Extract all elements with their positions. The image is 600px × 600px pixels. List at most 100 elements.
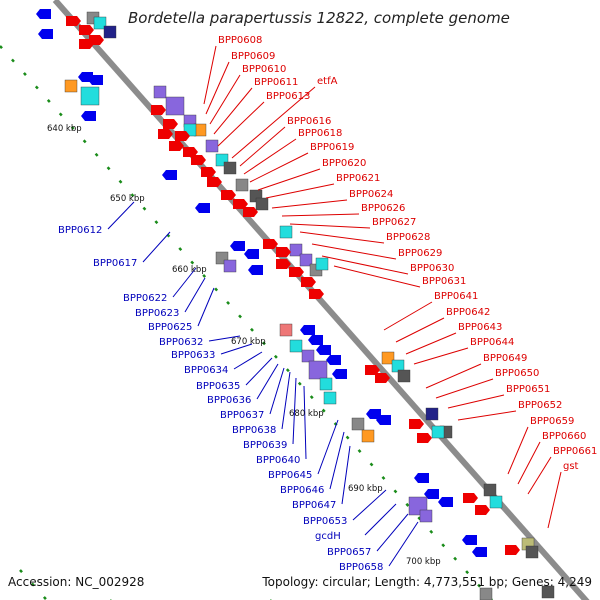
tick-mark — [477, 583, 482, 588]
gene-block — [483, 483, 497, 497]
forward-gene-arrow — [158, 129, 173, 139]
forward-gene-label: BPP0627 — [372, 217, 416, 228]
reverse-gene-label: BPP0658 — [339, 562, 383, 573]
gene-block — [93, 16, 107, 30]
gene-block — [279, 225, 293, 239]
gene-block — [425, 407, 439, 421]
forward-gene-label: BPP0660 — [542, 431, 586, 442]
reverse-gene-arrow — [438, 497, 453, 507]
gene-block — [431, 425, 445, 439]
tick-mark — [238, 314, 242, 319]
gene-block — [419, 509, 433, 523]
reverse-label-leader — [197, 287, 215, 327]
forward-label-leader — [435, 378, 494, 399]
gene-block — [103, 25, 117, 39]
gene-block — [235, 178, 249, 192]
forward-label-leader — [333, 265, 421, 288]
tick-mark — [441, 543, 446, 548]
reverse-label-leader — [142, 231, 171, 263]
forward-label-leader — [265, 183, 335, 199]
forward-gene-label: BPP0652 — [518, 400, 562, 411]
reverse-label-leader — [172, 267, 197, 298]
forward-gene-label: BPP0641 — [434, 291, 478, 302]
forward-label-leader — [311, 243, 397, 260]
forward-gene-label: BPP0613 — [266, 91, 310, 102]
reverse-label-leader — [220, 343, 253, 355]
gene-block — [323, 391, 337, 405]
forward-label-leader — [209, 74, 241, 125]
tick-mark — [178, 247, 183, 252]
reverse-gene-arrow — [38, 29, 53, 39]
tick-mark — [309, 395, 314, 400]
gene-block — [319, 377, 333, 391]
reverse-gene-arrow — [36, 9, 51, 19]
forward-gene-label: BPP0619 — [310, 142, 354, 153]
reverse-label-leader — [208, 335, 241, 342]
tick-mark — [405, 502, 410, 507]
gene-block — [315, 257, 329, 271]
forward-gene-label: BPP0651 — [506, 384, 550, 395]
tick-mark — [214, 287, 219, 292]
forward-gene-label: BPP0628 — [386, 232, 430, 243]
tick-layer — [0, 45, 493, 600]
reverse-label-leader — [256, 363, 279, 400]
reverse-gene-arrow — [244, 249, 259, 259]
forward-label-leader — [547, 471, 562, 529]
tick-mark — [94, 152, 99, 157]
tick-mark — [42, 596, 47, 600]
gene-block — [223, 161, 237, 175]
forward-label-leader — [425, 363, 482, 389]
forward-gene-label: BPP0650 — [495, 368, 539, 379]
forward-label-leader — [231, 86, 316, 159]
tick-mark — [31, 582, 35, 587]
tick-mark — [297, 381, 302, 386]
tick-mark — [58, 112, 63, 117]
tick-mark — [250, 327, 254, 332]
gene-block — [165, 96, 185, 116]
forward-label-leader — [457, 410, 517, 421]
forward-gene-arrow — [175, 131, 190, 141]
forward-label-leader — [289, 223, 371, 229]
tick-mark — [381, 476, 386, 480]
gene-block — [255, 197, 269, 211]
reverse-gene-arrow — [414, 473, 429, 483]
reverse-label-leader — [329, 431, 345, 490]
forward-gene-arrow — [79, 39, 94, 49]
forward-label-leader — [281, 213, 360, 217]
reverse-label-leader — [107, 201, 135, 230]
forward-gene-label: BPP0624 — [349, 189, 393, 200]
forward-gene-label: BPP0629 — [398, 248, 442, 259]
gene-block — [525, 545, 539, 559]
scale-label: 690 kbp — [348, 484, 383, 494]
gene-block — [279, 323, 293, 337]
leader-layer — [107, 45, 562, 567]
forward-gene-arrow — [301, 277, 316, 287]
tick-mark — [262, 341, 266, 346]
forward-gene-label: BPP0630 — [410, 263, 454, 274]
reverse-gene-label: BPP0657 — [327, 547, 371, 558]
tick-mark — [46, 99, 51, 103]
reverse-label-leader — [245, 357, 273, 386]
reverse-gene-label: BPP0633 — [171, 350, 215, 361]
gene-block — [479, 587, 493, 600]
gene-block — [289, 243, 303, 257]
forward-gene-arrow — [276, 259, 291, 269]
forward-label-leader — [239, 126, 286, 167]
forward-gene-label: BPP0643 — [458, 322, 502, 333]
tick-mark — [142, 206, 147, 211]
reverse-gene-label: BPP0635 — [196, 381, 240, 392]
forward-gene-label: BPP0610 — [242, 64, 286, 75]
scale-label: 650 kbp — [110, 194, 145, 204]
forward-gene-arrow — [169, 141, 184, 151]
tick-mark — [465, 570, 470, 575]
tick-mark — [273, 354, 278, 359]
forward-label-leader — [405, 332, 457, 355]
reverse-gene-arrow — [472, 547, 487, 557]
tick-mark — [130, 193, 135, 198]
reverse-gene-arrow — [424, 489, 439, 499]
gene-block — [397, 369, 411, 383]
reverse-gene-label: BPP0639 — [243, 440, 287, 451]
gene-block — [223, 259, 237, 273]
forward-gene-arrow — [183, 147, 198, 157]
